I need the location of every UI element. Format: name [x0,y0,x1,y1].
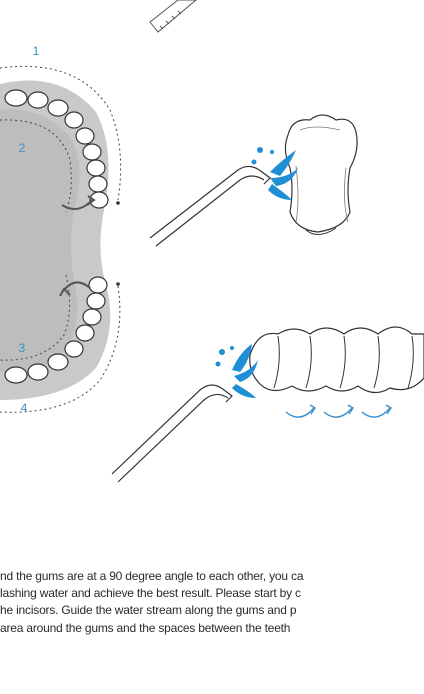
instruction-line: nd the gums are at a 90 degree angle to … [0,568,424,585]
instructions-text: nd the gums are at a 90 degree angle to … [0,568,424,637]
zone-label-1: 1 [33,44,40,58]
water-flosser-nozzle-icon [112,385,232,482]
flow-arrow-icon [286,405,391,417]
teeth-row-illustration [112,327,424,482]
instruction-line: area around the gums and the spaces betw… [0,620,424,637]
zone-label-4: 4 [21,401,28,415]
instruction-line: lashing water and achieve the best resul… [0,585,424,602]
zone-label-2: 2 [19,141,26,155]
flossing-technique-illustration: 1 2 3 4 [0,0,424,500]
dental-arch-diagram [0,66,121,412]
instruction-line: he incisors. Guide the water stream alon… [0,602,424,619]
single-tooth-illustration [150,115,357,246]
water-spray-icon [252,147,299,200]
zone-label-3: 3 [19,341,26,355]
ruler-icon [150,0,196,32]
water-flosser-nozzle-icon [150,166,270,246]
